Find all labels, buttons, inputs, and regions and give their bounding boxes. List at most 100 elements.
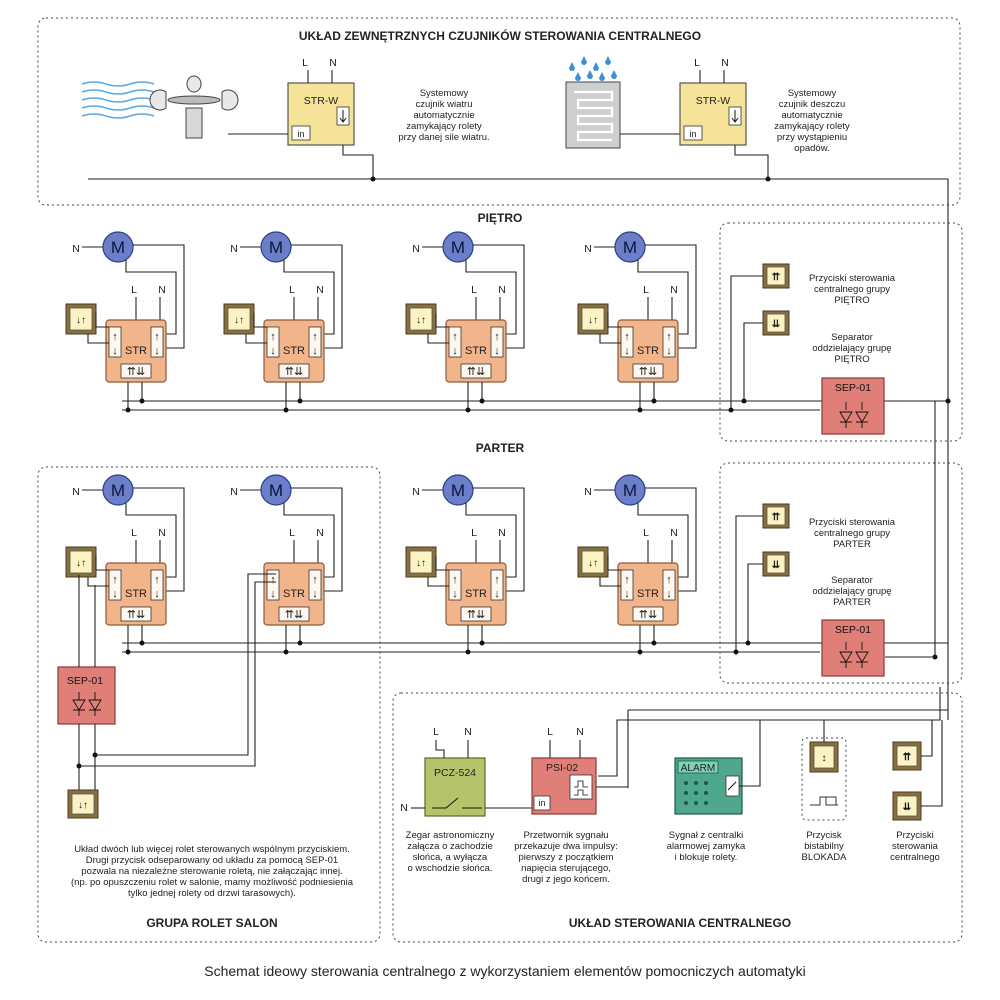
line-label: L [471, 284, 477, 296]
svg-text:↑: ↑ [452, 574, 458, 586]
svg-text:Systemowy: Systemowy [788, 88, 837, 99]
wind-module-label: STR-W [304, 95, 338, 107]
svg-text:oddzielający grupę: oddzielający grupę [812, 343, 891, 354]
astronomical-clock: PCZ-524 L N [424, 726, 486, 817]
svg-text:↓: ↓ [494, 345, 500, 357]
junction-dot [637, 407, 643, 413]
junction-dot [651, 640, 657, 646]
svg-text:↓: ↓ [154, 588, 160, 600]
junction-dot [139, 398, 145, 404]
rain-sensor-icon [565, 56, 621, 149]
neutral-label: N [316, 527, 324, 539]
clock-l: L [433, 726, 439, 738]
wind-icon [81, 81, 155, 119]
svg-text:automatycznie: automatycznie [413, 110, 474, 121]
central-up-button[interactable]: ⇈ [892, 741, 922, 771]
svg-text:↓↑: ↓↑ [416, 558, 426, 569]
ground-group-down-button[interactable]: ⇊ [762, 551, 790, 577]
clock-label: PCZ-524 [434, 767, 476, 779]
svg-text:⇈⇊: ⇈⇊ [639, 366, 657, 378]
rain-module-label: STR-W [696, 95, 730, 107]
local-shutter-button[interactable]: ↓↑ [223, 303, 255, 335]
neutral-label: N [158, 284, 166, 296]
neutral-label: N [230, 486, 238, 498]
anemometer-icon [149, 75, 239, 139]
local-shutter-button[interactable]: ↓↑ [577, 546, 609, 578]
svg-text:zamykający rolety: zamykający rolety [774, 121, 850, 132]
svg-text:czujnik wiatru: czujnik wiatru [415, 99, 472, 110]
psi-l: L [547, 726, 553, 738]
svg-text:↓↑: ↓↑ [78, 800, 88, 811]
lock-description: Przycisk bistabilny BLOKADA [802, 830, 848, 863]
svg-text:⇈⇊: ⇈⇊ [127, 366, 145, 378]
controller-module: STR↑↓↑↓⇈⇊ [263, 562, 325, 626]
svg-text:↑: ↑ [666, 331, 672, 343]
svg-text:↓: ↓ [494, 588, 500, 600]
junction-dot [283, 407, 289, 413]
svg-text:⇈⇊: ⇈⇊ [285, 366, 303, 378]
svg-text:Separator: Separator [831, 332, 873, 343]
local-shutter-button[interactable]: ↓↑ [65, 303, 97, 335]
wind-module-n: N [329, 57, 337, 69]
svg-text:↑: ↑ [494, 331, 500, 343]
ground-group-up-button[interactable]: ⇈ [762, 503, 790, 529]
psi-description: Przetwornik sygnału przekazuje dwa impul… [514, 830, 618, 885]
svg-text:PIĘTRO: PIĘTRO [834, 295, 869, 306]
junction-dot [479, 640, 485, 646]
lock-switch-icon [810, 796, 838, 806]
wind-module-in: in [297, 129, 304, 139]
local-shutter-button[interactable]: ↓↑ [65, 546, 97, 578]
local-shutter-button[interactable]: ↓↑ [405, 546, 437, 578]
wind-module-l: L [302, 57, 308, 69]
local-shutter-button[interactable]: ↓↑ [405, 303, 437, 335]
svg-text:Przyciski: Przyciski [896, 830, 933, 841]
neutral-label: N [412, 243, 420, 255]
svg-text:↑: ↑ [154, 574, 160, 586]
neutral-label: N [412, 486, 420, 498]
central-title: UKŁAD STEROWANIA CENTRALNEGO [569, 916, 791, 930]
psi-in: in [538, 798, 545, 808]
svg-text:↓: ↓ [112, 345, 118, 357]
motor-icon: M [102, 231, 134, 263]
svg-text:czujnik deszczu: czujnik deszczu [779, 99, 846, 110]
line-label: L [643, 284, 649, 296]
svg-text:⇊: ⇊ [772, 560, 781, 571]
local-shutter-button[interactable]: ↓↑ [577, 303, 609, 335]
ground-group-buttons-description: Przyciski sterowania centralnego grupy P… [809, 517, 896, 550]
lock-bistable-button[interactable]: ↕ [809, 741, 839, 773]
junction-dot [479, 398, 485, 404]
svg-text:Układ dwóch lub więcej rolet s: Układ dwóch lub więcej rolet sterowanych… [74, 844, 350, 855]
svg-text:PARTER: PARTER [833, 539, 871, 550]
svg-text:↓↑: ↓↑ [234, 315, 244, 326]
clock-input-n: N [400, 802, 408, 814]
ground-separator-label: SEP-01 [835, 624, 871, 636]
line-label: L [289, 284, 295, 296]
svg-text:automatycznie: automatycznie [781, 110, 842, 121]
floor-separator-label: SEP-01 [835, 382, 871, 394]
floor-group-down-button[interactable]: ⇊ [762, 310, 790, 336]
svg-text:M: M [269, 238, 283, 257]
svg-text:centralnego grupy: centralnego grupy [814, 284, 890, 295]
sensors-title: UKŁAD ZEWNĘTRZNYCH CZUJNIKÓW STEROWANIA … [299, 28, 701, 43]
controller-label: STR [465, 345, 487, 357]
svg-text:M: M [451, 481, 465, 500]
junction-dot [465, 649, 471, 655]
controller-label: STR [283, 345, 305, 357]
svg-text:M: M [451, 238, 465, 257]
svg-text:⇈: ⇈ [903, 752, 912, 763]
rain-sensor-module: STR-W in L N [679, 57, 747, 146]
central-down-button[interactable]: ⇊ [892, 791, 922, 821]
salon-independent-button[interactable]: ↓↑ [67, 789, 99, 819]
controller-module: STR↑↓↑↓⇈⇊ [445, 319, 507, 383]
line-label: L [471, 527, 477, 539]
junction-dot [297, 640, 303, 646]
svg-text:alarmowej zamyka: alarmowej zamyka [667, 841, 746, 852]
ground-title: PARTER [476, 441, 525, 455]
svg-text:↑: ↑ [624, 331, 630, 343]
diagram-caption: Schemat ideowy sterowania centralnego z … [204, 963, 806, 979]
floor-group-up-button[interactable]: ⇈ [762, 263, 790, 289]
